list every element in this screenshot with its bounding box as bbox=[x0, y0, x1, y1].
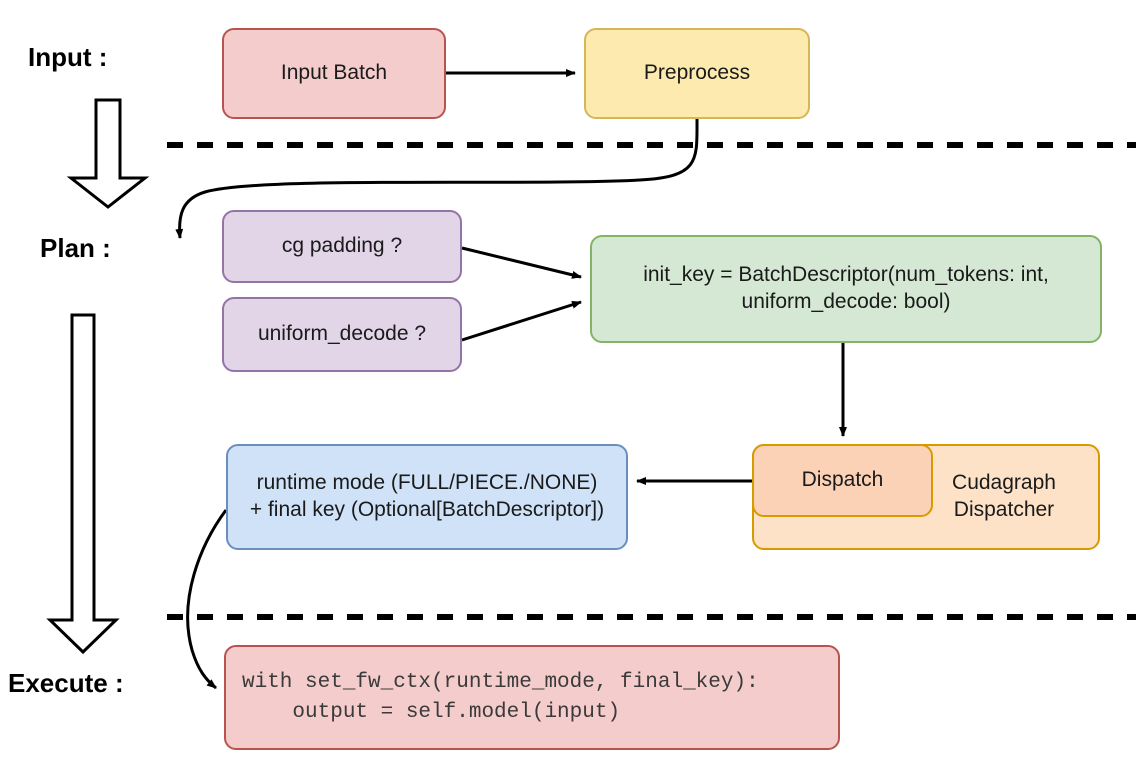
stage-label-plan: Plan : bbox=[40, 233, 111, 263]
execute-code-label: with set_fw_ctx(runtime_mode, final_key)… bbox=[242, 670, 759, 724]
stage-label-execute: Execute : bbox=[8, 668, 124, 698]
edge-uniform-decode-to-init-key bbox=[461, 300, 582, 342]
init-key-node[interactable]: init_key = BatchDescriptor(num_tokens: i… bbox=[590, 235, 1102, 343]
dispatch-node[interactable]: Dispatch bbox=[752, 444, 933, 517]
cudagraph-dispatcher-label: Cudagraph Dispatcher bbox=[952, 471, 1056, 521]
cg-padding-label: cg padding ? bbox=[281, 234, 403, 258]
execute-code-node[interactable]: with set_fw_ctx(runtime_mode, final_key)… bbox=[224, 645, 840, 750]
uniform-decode-node[interactable]: uniform_decode ? bbox=[222, 297, 462, 372]
plan-to-execute-arrow bbox=[46, 313, 120, 655]
preprocess-label: Preprocess bbox=[643, 61, 751, 85]
input-batch-label: Input Batch bbox=[280, 61, 388, 85]
edge-cg-padding-to-init-key bbox=[461, 246, 582, 279]
cg-padding-node[interactable]: cg padding ? bbox=[222, 210, 462, 283]
stage-label-input: Input : bbox=[28, 42, 108, 72]
uniform-decode-label: uniform_decode ? bbox=[257, 322, 427, 346]
preprocess-node[interactable]: Preprocess bbox=[584, 28, 810, 119]
runtime-mode-node[interactable]: runtime mode (FULL/PIECE./NONE) + final … bbox=[226, 444, 628, 550]
runtime-mode-label: runtime mode (FULL/PIECE./NONE) + final … bbox=[249, 471, 605, 521]
edge-runtime-mode-to-execute-code bbox=[186, 509, 228, 690]
dispatch-label: Dispatch bbox=[801, 468, 884, 492]
init-key-label: init_key = BatchDescriptor(num_tokens: i… bbox=[643, 263, 1049, 313]
input-to-plan-arrow bbox=[66, 98, 150, 209]
edge-preprocess-to-cg-padding bbox=[175, 118, 699, 239]
input-batch-node[interactable]: Input Batch bbox=[222, 28, 446, 119]
